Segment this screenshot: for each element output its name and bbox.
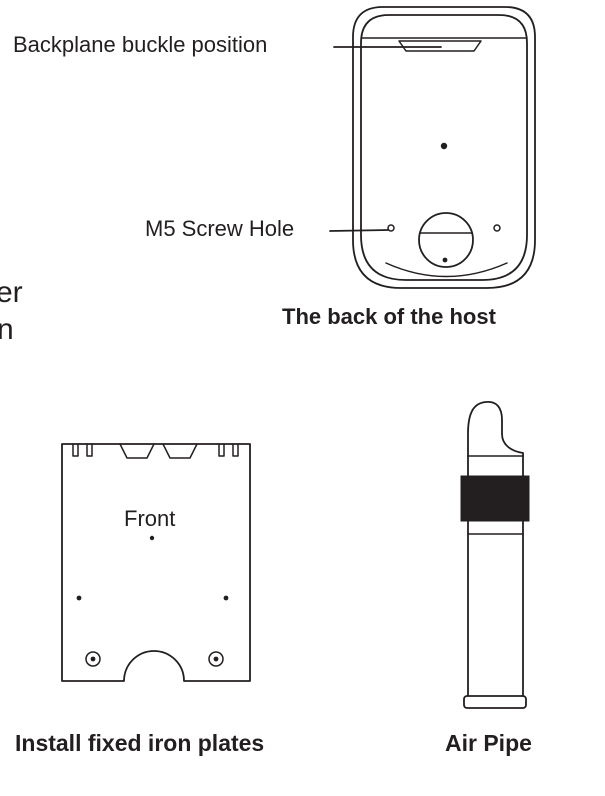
m5-screw-hole-right xyxy=(493,224,501,232)
plate-front-dot xyxy=(149,535,155,541)
host-back-caption: The back of the host xyxy=(282,304,496,329)
host-center-dot xyxy=(440,142,448,150)
iron-plate-diagram xyxy=(61,443,251,682)
edge-text-line2: n xyxy=(0,313,14,346)
air-pipe-caption: Air Pipe xyxy=(445,730,532,756)
backplane-buckle xyxy=(398,40,482,52)
host-circle-dot xyxy=(442,257,448,263)
plate-front-label: Front xyxy=(124,506,176,531)
m5-screw-hole-label: M5 Screw Hole xyxy=(145,216,295,241)
host-bottom-arc xyxy=(385,262,508,278)
host-inner-outline xyxy=(360,14,528,281)
plate-slot xyxy=(232,443,239,457)
plate-screw-hole-right xyxy=(208,651,224,667)
plate-slot xyxy=(72,443,79,457)
pipe-top-curve xyxy=(467,401,524,457)
plate-screw-hole-left xyxy=(85,651,101,667)
host-outer-outline xyxy=(352,6,536,289)
plate-notch xyxy=(162,443,198,459)
m5-leader-line xyxy=(329,229,389,232)
plate-slot xyxy=(218,443,225,457)
plate-notch xyxy=(119,443,155,459)
plate-screw-dot-left xyxy=(90,656,96,662)
iron-plate-caption: Install fixed iron plates xyxy=(15,730,265,756)
pipe-base xyxy=(463,695,527,709)
plate-slot xyxy=(86,443,93,457)
m5-screw-hole-left xyxy=(387,224,395,232)
air-pipe-diagram xyxy=(460,401,530,709)
backplane-buckle-label: Backplane buckle position xyxy=(13,32,268,57)
pipe-black-band xyxy=(460,475,530,522)
plate-screw-dot-right xyxy=(213,656,219,662)
plate-outline xyxy=(61,443,251,682)
edge-text-line1: er xyxy=(0,276,23,309)
host-back-diagram xyxy=(352,6,536,289)
host-bottom-circle xyxy=(418,212,474,268)
plate-side-dot-left xyxy=(76,595,82,601)
plate-side-dot-right xyxy=(223,595,229,601)
